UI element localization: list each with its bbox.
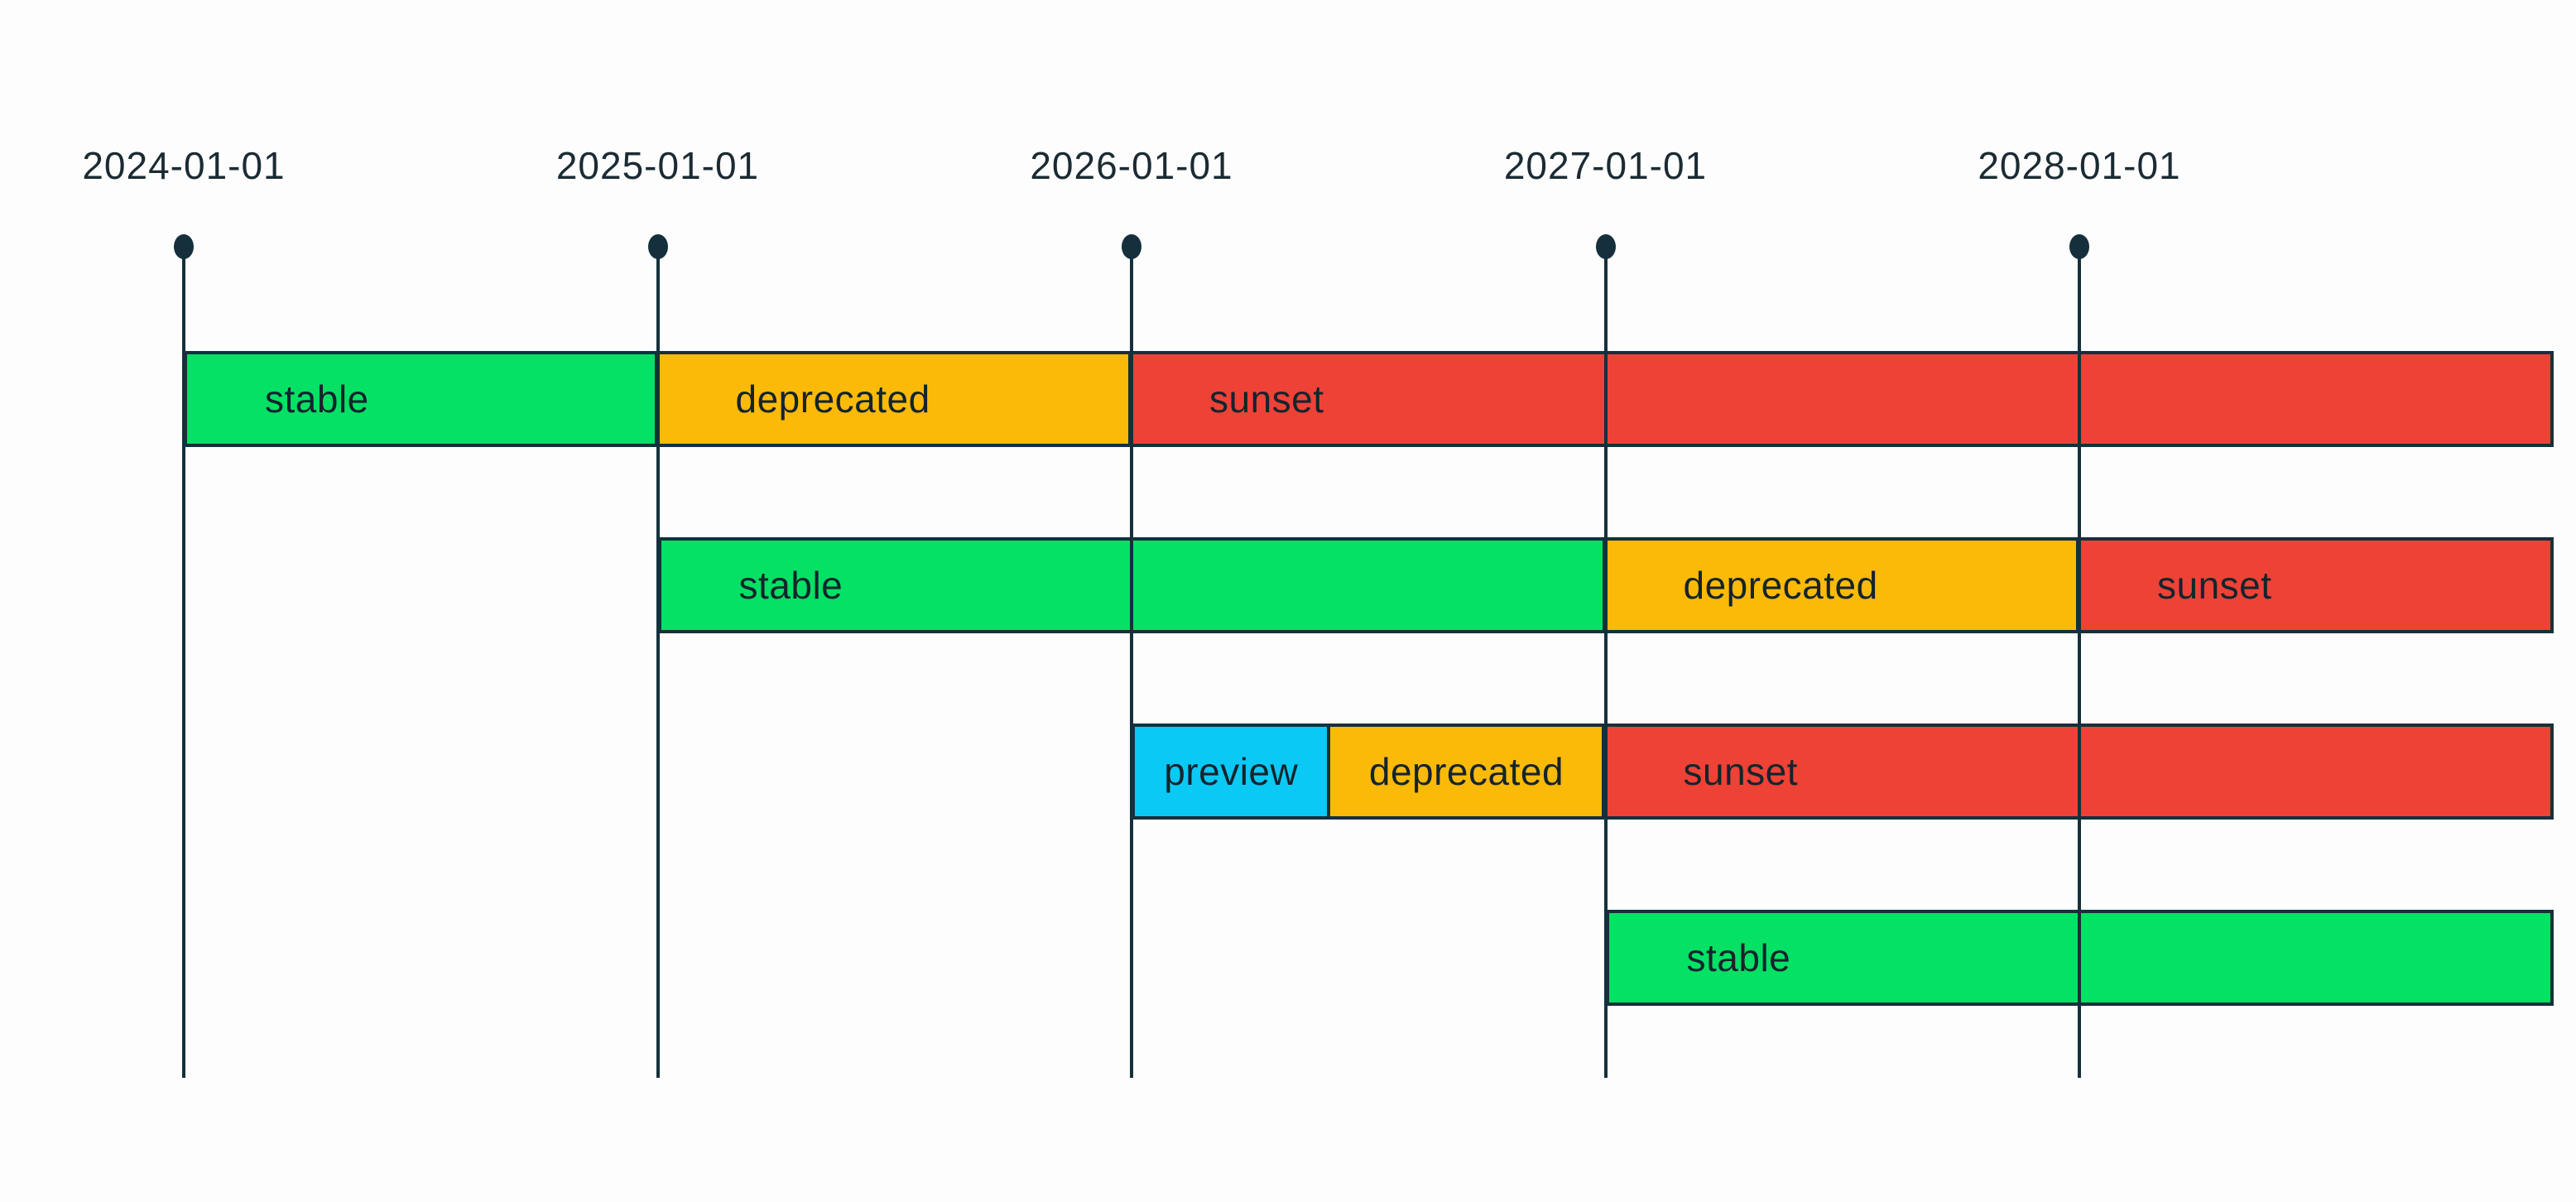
lifecycle-segment-stable: stable	[184, 351, 658, 447]
segment-label: deprecated	[1368, 750, 1564, 793]
tick-dot-icon	[2069, 234, 2089, 259]
tick-dot-icon	[1122, 234, 1141, 259]
segment-label: preview	[1164, 750, 1299, 793]
segment-label: sunset	[1209, 377, 1324, 421]
tick-dot-icon	[647, 234, 668, 259]
lifecycle-segment-sunset: sunset	[1128, 351, 2554, 447]
segment-label: deprecated	[1683, 564, 1878, 607]
axis-tick-label: 2024-01-01	[82, 144, 286, 187]
segment-label: stable	[738, 564, 843, 607]
segment-label: sunset	[2157, 564, 2272, 607]
tick-dot-icon	[174, 234, 194, 259]
segment-label: sunset	[1683, 750, 1799, 793]
tick-gridline	[2078, 247, 2081, 1078]
tick-dot-icon	[1595, 234, 1616, 259]
lifecycle-segment-sunset: sunset	[2076, 537, 2554, 633]
lifecycle-segment-preview: preview	[1132, 724, 1331, 820]
segment-label: stable	[1686, 936, 1791, 979]
axis-tick-label: 2026-01-01	[1030, 144, 1233, 187]
lifecycle-segment-deprecated: deprecated	[1602, 537, 2079, 633]
tick-gridline	[656, 247, 660, 1078]
segment-label: stable	[265, 377, 369, 421]
segment-label: deprecated	[735, 377, 930, 421]
axis-tick-label: 2025-01-01	[555, 144, 760, 187]
lifecycle-segment-deprecated: deprecated	[1327, 724, 1606, 820]
axis-tick-label: 2027-01-01	[1503, 144, 1708, 187]
tick-gridline	[1130, 247, 1133, 1078]
tick-gridline	[1603, 247, 1608, 1078]
lifecycle-segment-deprecated: deprecated	[654, 351, 1132, 447]
axis-tick-label: 2028-01-01	[1978, 144, 2181, 187]
tick-gridline	[182, 247, 185, 1078]
